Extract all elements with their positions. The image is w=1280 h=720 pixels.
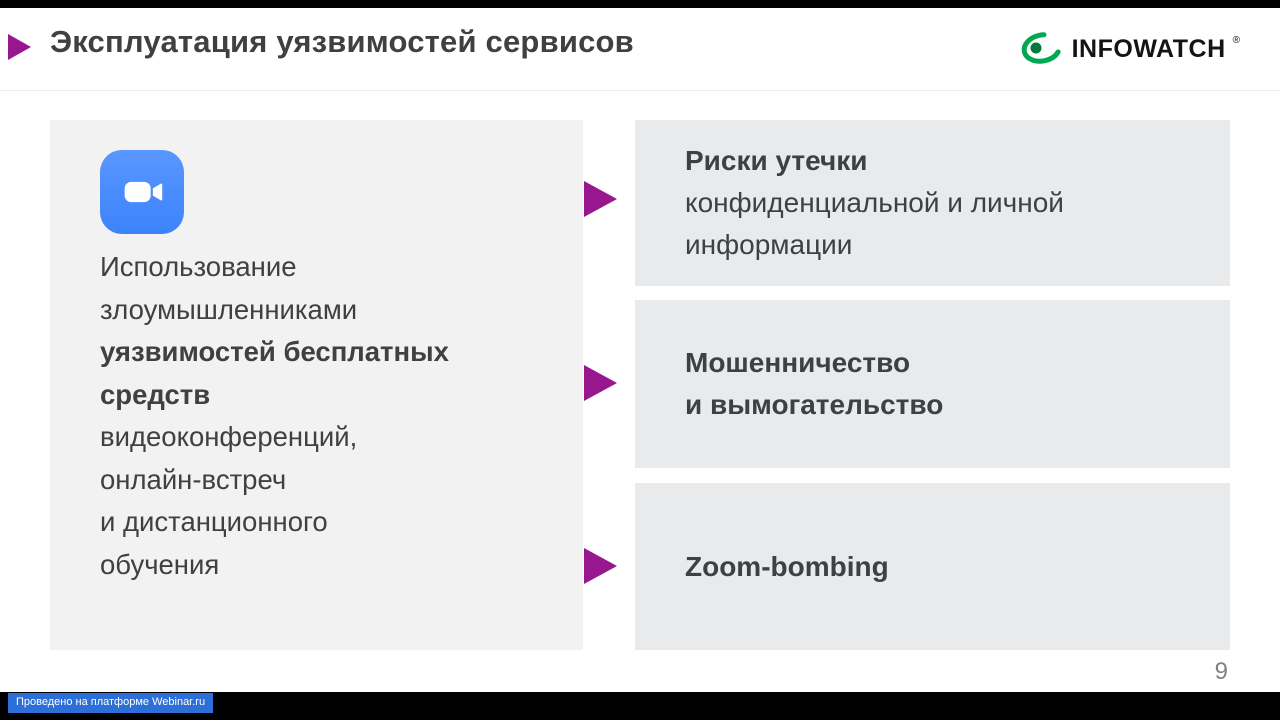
infowatch-logo-text: INFOWATCH (1071, 35, 1226, 63)
bottom-letterbox-bar (0, 692, 1280, 720)
cause-line: обучения (100, 548, 220, 580)
risk-line: Риски утечки (685, 145, 868, 176)
infowatch-eye-icon (1019, 26, 1065, 73)
title-marker-icon (8, 34, 31, 60)
cause-text: Использование злоумышленниками уязвимост… (100, 246, 553, 586)
risk-line: конфиденциальной и личной (685, 187, 1064, 218)
arrow-icon (584, 181, 617, 217)
risk-line: и вымогательство (685, 389, 944, 420)
page-number: 9 (1214, 658, 1228, 685)
arrow-icon (584, 548, 617, 584)
top-letterbox-bar (0, 0, 1280, 8)
cause-line: Использование (100, 251, 297, 282)
risk-line: Zoom-bombing (685, 550, 889, 582)
risk-box-zoombombing: Zoom-bombing (635, 483, 1230, 650)
cause-line: видеоконференций, (100, 421, 358, 452)
infowatch-logo: INFOWATCH ® (1019, 26, 1240, 73)
cause-line: и дистанционного (100, 506, 328, 537)
zoom-app-icon (100, 150, 184, 234)
cause-card: Использование злоумышленниками уязвимост… (50, 120, 583, 650)
registered-mark: ® (1232, 35, 1240, 46)
cause-line: уязвимостей бесплатных (100, 336, 449, 367)
cause-line: онлайн-встреч (100, 463, 287, 495)
arrow-icon (584, 365, 617, 401)
webinar-platform-badge: Проведено на платформе Webinar.ru (8, 693, 214, 713)
page-title: Эксплуатация уязвимостей сервисов (50, 24, 634, 59)
risk-box-leak: Риски утечки конфиденциальной и личной и… (635, 120, 1230, 286)
risk-line: Мошенничество (685, 347, 911, 378)
risk-line: информации (685, 229, 853, 260)
slide-header: Эксплуатация уязвимостей сервисов INFOWA… (0, 8, 1280, 91)
risk-box-fraud: Мошенничество и вымогательство (635, 300, 1230, 468)
cause-line: злоумышленниками (100, 293, 358, 325)
cause-line: средств (100, 378, 211, 410)
